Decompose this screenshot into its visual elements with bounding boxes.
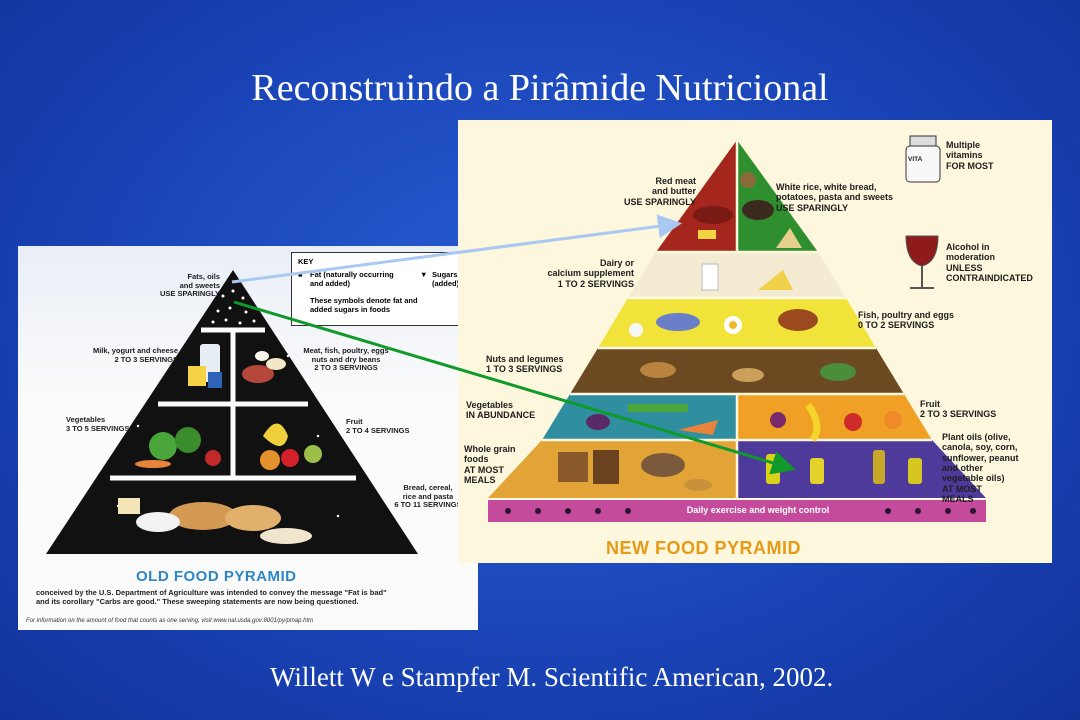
exercise-figures	[505, 508, 976, 514]
old-pyramid-key: KEY ■ Fat (naturally occurring and added…	[291, 252, 478, 326]
new-label-vegetables: Vegetables IN ABUNDANCE	[466, 400, 536, 421]
new-label-whole-grain: Whole grain foods AT MOST MEALS	[464, 444, 516, 486]
new-dairy-illustration	[701, 263, 793, 291]
old-pyramid-graphic	[46, 270, 418, 554]
old-fruit-illustration	[260, 423, 322, 470]
new-whole-grain-illustration	[558, 450, 712, 491]
new-white-rice-illustration	[740, 172, 802, 248]
new-label-dairy: Dairy or calcium supplement 1 TO 2 SERVI…	[547, 258, 634, 289]
old-pyramid-description: conceived by the U.S. Department of Agri…	[36, 588, 387, 606]
new-pyramid-graphic	[488, 135, 986, 522]
key-title: KEY	[298, 257, 314, 266]
key-sugar-symbol: ▼	[420, 270, 428, 279]
key-sugar-label: Sugars (added)	[432, 270, 460, 288]
tier-dairy	[628, 252, 846, 298]
new-label-alcohol: Alcohol in moderation UNLESS CONTRAINDIC…	[946, 242, 1033, 284]
arrow-fats-to-red-meat	[231, 214, 682, 284]
slide-title: Reconstruindo a Pirâmide Nutricional	[251, 67, 829, 109]
exercise-band	[488, 500, 986, 522]
old-food-pyramid-panel: Fats, oils and sweets USE SPARINGLY Milk…	[18, 246, 478, 630]
arrow-fats-to-plant-oils	[233, 300, 796, 475]
new-fish-illustration	[629, 309, 818, 337]
fat-sugar-symbols	[116, 289, 340, 518]
old-label-vegetables: Vegetables 3 TO 5 SERVINGS	[66, 415, 130, 433]
old-meat-illustration	[242, 351, 286, 383]
new-nuts-illustration	[640, 362, 856, 382]
old-label-fruit: Fruit 2 TO 4 SERVINGS	[346, 417, 410, 435]
new-label-red-meat: Red meat and butter USE SPARINGLY	[623, 176, 696, 207]
new-fruit-illustration	[770, 402, 902, 442]
old-label-milk: Milk, yogurt and cheese 2 TO 3 SERVINGS	[92, 346, 178, 364]
tier-white-rice	[737, 140, 818, 252]
wine-glass-icon	[905, 235, 939, 289]
old-pyramid-footnote: For information on the amount of food th…	[26, 618, 314, 624]
tier-plant-oils	[737, 440, 986, 498]
new-vegetables-illustration	[586, 404, 718, 435]
old-vegetables-illustration	[135, 427, 221, 468]
new-plant-oils-illustration	[766, 450, 922, 484]
old-label-fats: Fats, oils and sweets USE SPARINGLY	[159, 272, 220, 299]
tier-fruit	[737, 394, 932, 440]
old-label-bread: Bread, cereal, rice and pasta 6 TO 11 SE…	[394, 483, 462, 510]
old-pyramid-title: OLD FOOD PYRAMID	[136, 568, 297, 585]
vitamin-bottle-icon	[905, 135, 941, 183]
key-note: These symbols denote fat and added sugar…	[310, 296, 418, 314]
new-food-pyramid-panel: VITA Red meat and butter USE SPARINGLY W…	[458, 120, 1052, 563]
new-label-fruit: Fruit 2 TO 3 SERVINGS	[920, 399, 997, 420]
key-fat-label: Fat (naturally occurring and added)	[310, 270, 394, 288]
new-pyramid-title: NEW FOOD PYRAMID	[606, 538, 801, 558]
new-red-meat-illustration	[693, 206, 733, 239]
old-dairy-illustration	[188, 344, 222, 388]
vitamin-bottle-label: VITA	[908, 156, 923, 163]
old-label-meat: Meat, fish, poultry, eggs nuts and dry b…	[303, 346, 389, 373]
new-label-plant-oils: Plant oils (olive, canola, soy, corn, su…	[942, 432, 1019, 505]
new-label-nuts: Nuts and legumes 1 TO 3 SERVINGS	[486, 354, 564, 375]
new-label-fish: Fish, poultry and eggs 0 TO 2 SERVINGS	[858, 310, 955, 331]
new-label-vitamins: Multiple vitamins FOR MOST	[946, 140, 994, 171]
new-label-white-rice: White rice, white bread, potatoes, pasta…	[776, 182, 894, 213]
exercise-label: Daily exercise and weight control	[686, 505, 830, 515]
old-bread-illustration	[118, 498, 312, 544]
citation: Willett W e Stampfer M. Scientific Ameri…	[270, 662, 834, 692]
